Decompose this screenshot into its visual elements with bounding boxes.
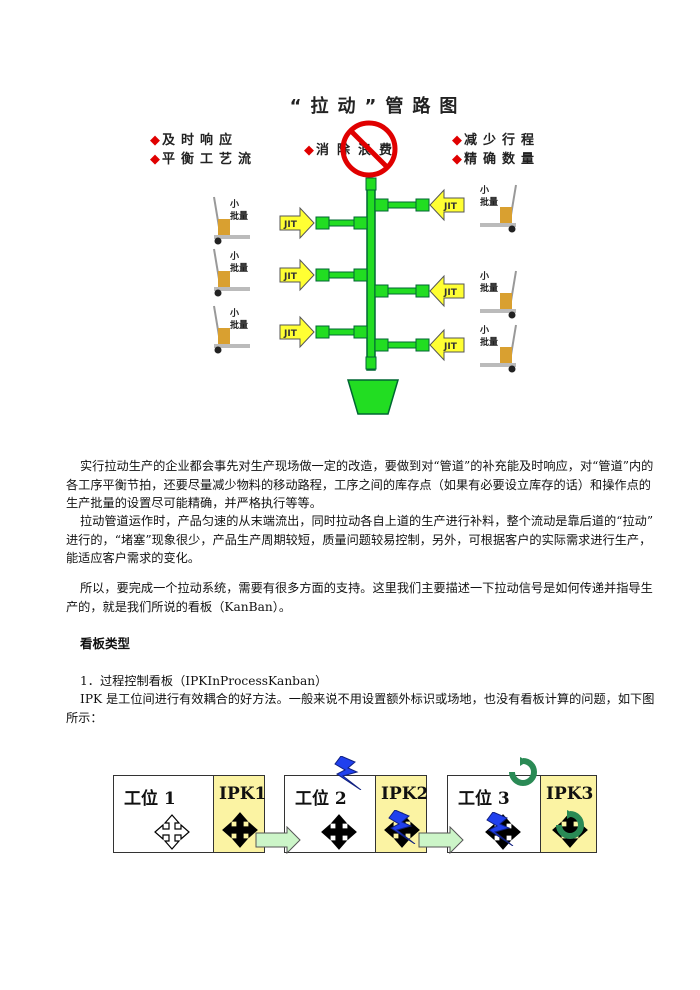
ipk-area: IPK2 xyxy=(375,776,429,852)
ipk-label: IPK2 xyxy=(381,784,429,804)
jit-label: JIT xyxy=(443,202,458,212)
station-label: 工位 2 xyxy=(295,789,347,809)
ipk-label: IPK1 xyxy=(219,784,267,804)
cart-label-2: 批量 xyxy=(480,196,498,208)
station-label: 工位 1 xyxy=(124,789,176,809)
branch-left xyxy=(315,325,368,339)
branch-left xyxy=(315,268,368,282)
funnel-icon xyxy=(346,379,400,415)
figure-title: “拉动”管路图 xyxy=(289,96,467,117)
paragraph-line: 进行的，“堵塞”现象很少，产品生产周期较短，质量问题较易控制，另外，可根据客户的… xyxy=(66,533,652,547)
jit-arrow-left: JIT xyxy=(429,274,465,308)
branch-left xyxy=(315,216,368,230)
bullet-right-1: ◆减少行程 xyxy=(452,133,541,148)
cart-label-2: 批量 xyxy=(230,319,248,331)
bullet-left-2: ◆平衡工艺流 xyxy=(150,152,258,167)
pipeline-branches xyxy=(315,198,430,352)
branch-right xyxy=(374,284,430,298)
lightning-icon xyxy=(387,809,417,848)
pallet-truck-icon: 小批量 xyxy=(213,305,251,355)
cart-label-2: 批量 xyxy=(230,210,248,222)
branch-right xyxy=(374,338,430,352)
cart-label-2: 批量 xyxy=(480,282,498,294)
paragraph-line: 各工序平衡节拍，还要尽量减少物料的移动路程，工序之间的库存点（如果有必要设立库存… xyxy=(66,478,651,492)
ipk-area: IPK1 xyxy=(213,776,267,852)
bullet-right-2: ◆精确数量 xyxy=(452,152,541,167)
jit-label: JIT xyxy=(283,272,298,282)
ipk-label: IPK3 xyxy=(546,784,594,804)
paragraph-line: 拉动管道运作时，产品匀速的从末端流出，同时拉动各自上道的生产进行补料，整个流动是… xyxy=(80,514,654,528)
jit-label: JIT xyxy=(283,329,298,339)
jit-label: JIT xyxy=(443,342,458,352)
paragraph-line: 能适应客户需求的变化。 xyxy=(66,551,201,565)
paragraph-line: 所示： xyxy=(66,711,103,725)
jit-arrow-left: JIT xyxy=(429,328,465,362)
rotate-icon xyxy=(508,757,538,791)
paragraph-line: 生产批量的设置尽可能精确，并严格执行等等。 xyxy=(66,496,322,510)
move-icon xyxy=(320,814,357,854)
branch-right xyxy=(374,198,430,212)
ipk-area: IPK3 xyxy=(540,776,596,852)
cart-label-1: 小 xyxy=(229,250,239,262)
bullet-left-1: ◆及时响应 xyxy=(150,133,239,148)
rotate-icon xyxy=(555,810,585,844)
no-sign-icon xyxy=(340,120,398,178)
station-box: 工位 3 IPK3 xyxy=(447,775,597,853)
move-icon xyxy=(154,814,190,854)
move-icon xyxy=(222,812,258,852)
pallet-truck-icon: 小批量 xyxy=(213,196,251,246)
cart-label-1: 小 xyxy=(479,324,489,336)
cart-label-1: 小 xyxy=(479,270,489,282)
section-heading: 看板类型 xyxy=(80,636,131,651)
station-label: 工位 3 xyxy=(458,789,510,809)
diamond-icon: ◆ xyxy=(304,143,316,158)
lightning-icon xyxy=(333,755,363,794)
cart-label-2: 批量 xyxy=(230,262,248,274)
paragraph-line: 产的，就是我们所说的看板（KanBan）。 xyxy=(66,600,292,614)
flow-arrow-icon xyxy=(418,825,464,858)
station-box: 工位 1 IPK1 xyxy=(113,775,267,854)
cart-label-2: 批量 xyxy=(480,336,498,348)
list-item: 1．过程控制看板（IPKInProcessKanban） xyxy=(80,674,328,688)
diamond-icon: ◆ xyxy=(452,133,464,148)
pallet-truck-icon: 小批量 xyxy=(213,248,251,298)
jit-label: JIT xyxy=(443,288,458,298)
cart-label-1: 小 xyxy=(479,184,489,196)
paragraph-line: 所以，要完成一个拉动系统，需要有很多方面的支持。这里我们主要描述一下拉动信号是如… xyxy=(80,581,653,595)
jit-arrow-right: JIT xyxy=(279,315,315,349)
lightning-icon xyxy=(485,811,515,850)
station-box: 工位 2 IPK2 xyxy=(284,775,429,854)
flow-arrow-icon xyxy=(255,825,301,858)
paragraph-line: IPK 是工位间进行有效耦合的好方法。一般来说不用设置额外标识或场地，也没有看板… xyxy=(80,692,655,706)
jit-arrow-left: JIT xyxy=(429,188,465,222)
cart-label-1: 小 xyxy=(229,307,239,319)
jit-arrow-right: JIT xyxy=(279,206,315,240)
diamond-icon: ◆ xyxy=(452,152,464,167)
cart-label-1: 小 xyxy=(229,198,239,210)
jit-label: JIT xyxy=(283,220,298,230)
paragraph-line: 实行拉动生产的企业都会事先对生产现场做一定的改造，要做到对“管道”的补充能及时响… xyxy=(80,459,654,473)
diamond-icon: ◆ xyxy=(150,133,162,148)
diamond-icon: ◆ xyxy=(150,152,162,167)
jit-arrow-right: JIT xyxy=(279,258,315,292)
